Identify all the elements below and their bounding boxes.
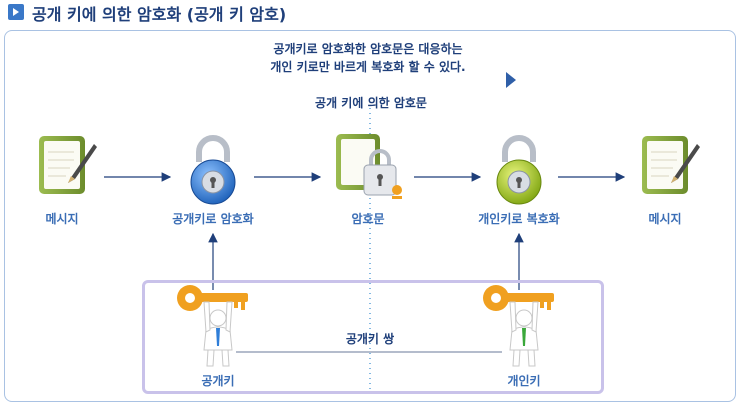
header-arrow-icon bbox=[8, 4, 24, 20]
key-pair-label: 공개키 쌍 bbox=[345, 332, 395, 346]
private-key-label: 개인키 bbox=[507, 374, 541, 388]
document-icon bbox=[39, 136, 97, 194]
private-lock-icon bbox=[496, 135, 542, 205]
banner-arrow-head bbox=[506, 72, 516, 88]
ciphertext-banner: 공개 키에 의한 암호문 bbox=[315, 96, 427, 110]
label-decrypt: 개인키로 복호화 bbox=[478, 212, 560, 226]
label-encrypt: 공개키로 암호화 bbox=[172, 212, 254, 226]
key-pair-box bbox=[142, 280, 604, 394]
note-line-1: 공개키로 암호화한 암호문은 대응하는 bbox=[273, 42, 463, 56]
page-title: 공개 키에 의한 암호화 (공개 키 암호) bbox=[32, 5, 287, 24]
label-message-right: 메시지 bbox=[648, 212, 682, 226]
note-line-2: 개인 키로만 바르게 복호화 할 수 있다. bbox=[270, 60, 466, 74]
label-message-left: 메시지 bbox=[45, 212, 79, 226]
label-ciphertext: 암호문 bbox=[351, 212, 385, 226]
public-key-label: 공개키 bbox=[201, 374, 235, 388]
public-key-person-icon bbox=[177, 285, 248, 367]
diagram-note: 공개키로 암호화한 암호문은 대응하는 개인 키로만 바르게 복호화 할 수 있… bbox=[218, 40, 518, 76]
diagram-panel bbox=[4, 30, 736, 402]
private-key-person-icon bbox=[483, 285, 554, 367]
ciphertext-icon bbox=[336, 134, 402, 199]
document-icon-right bbox=[642, 136, 700, 194]
public-lock-icon bbox=[190, 135, 236, 205]
